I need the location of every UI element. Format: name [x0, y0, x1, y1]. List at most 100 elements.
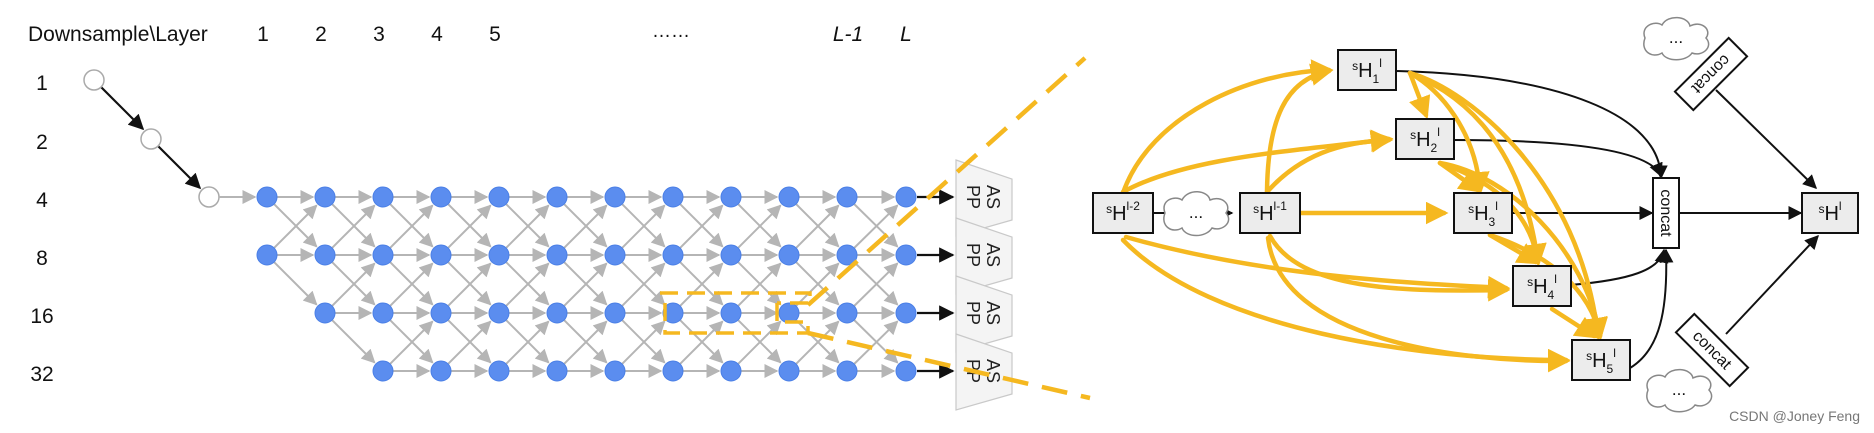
cell-node-r0-c8 [720, 186, 742, 208]
cell-node-r0-c11 [895, 186, 917, 208]
trellis-edges [219, 190, 899, 378]
svg-text:sH4l: sH4l [1527, 272, 1557, 302]
cell-node-r3-c4 [488, 360, 510, 382]
cell-node-r3-c6 [604, 360, 626, 382]
cloud-top: ... [1643, 16, 1710, 61]
cell-node-r2-c4 [488, 302, 510, 324]
cell-node-r0-c9 [778, 186, 800, 208]
cell-node-r3-c8 [720, 360, 742, 382]
cell-node-r0-c7 [662, 186, 684, 208]
row-label-8: 8 [36, 247, 48, 270]
cell-node-r2-c7 [662, 302, 684, 324]
svg-text:sHl-1: sHl-1 [1253, 199, 1287, 225]
cell-node-r1-c3 [430, 244, 452, 266]
layer-label-3: 3 [373, 23, 385, 46]
cell-node-r3-c9 [778, 360, 800, 382]
cell-node-r0-c6 [604, 186, 626, 208]
svg-text:...: ... [1672, 380, 1686, 399]
corner-label: Downsample\Layer [28, 23, 208, 46]
cell-node-r2-c8 [720, 302, 742, 324]
svg-text:...: ... [1189, 203, 1203, 222]
layer-label-ellipsis: …… [652, 21, 690, 42]
cell-node-r2-c3 [430, 302, 452, 324]
node-prev1: sHl-1 [1239, 192, 1301, 234]
cloud-bottom: ... [1646, 368, 1713, 413]
layer-label-5: 5 [489, 23, 501, 46]
node-h3: sH3l [1453, 192, 1513, 234]
node-h2: sH2l [1395, 118, 1455, 160]
stem-node-3 [198, 186, 220, 208]
concat-center: concat [1652, 177, 1680, 249]
row-label-4: 4 [36, 189, 48, 212]
layer-label-1: 1 [257, 23, 269, 46]
concat-bottom: concat [1674, 312, 1750, 388]
layer-label-l-minus-1: L-1 [833, 23, 863, 46]
svg-text:ASPP: ASPP [963, 185, 1003, 209]
stem-node-1 [83, 69, 105, 91]
cell-node-r1-c1 [314, 244, 336, 266]
cell-node-r3-c7 [662, 360, 684, 382]
cell-node-r1-c10 [836, 244, 858, 266]
cell-node-r1-c2 [372, 244, 394, 266]
cell-node-r0-c0 [256, 186, 278, 208]
cell-node-r1-c5 [546, 244, 568, 266]
cell-node-r2-c6 [604, 302, 626, 324]
svg-text:sH1l: sH1l [1352, 56, 1382, 86]
svg-text:ASPP: ASPP [963, 301, 1003, 325]
layer-label-l: L [900, 23, 912, 46]
cell-node-r2-c9 [778, 302, 800, 324]
node-prev2: sHl-2 [1092, 192, 1154, 234]
trellis-output-arrows [917, 189, 955, 379]
svg-text:...: ... [1669, 28, 1683, 47]
cell-node-r3-c5 [546, 360, 568, 382]
node-output: sHl [1801, 192, 1859, 234]
cell-node-r2-c10 [836, 302, 858, 324]
cell-node-r0-c1 [314, 186, 336, 208]
cloud-middle: ... [1163, 191, 1230, 237]
row-label-32: 32 [30, 363, 53, 386]
svg-text:sHl: sHl [1818, 199, 1841, 225]
stem-node-2 [140, 128, 162, 150]
layer-label-4: 4 [431, 23, 443, 46]
watermark: CSDN @Joney Feng [1729, 408, 1860, 424]
cell-node-r0-c10 [836, 186, 858, 208]
aspp-block-1: ASPP [955, 217, 1013, 295]
svg-text:ASPP: ASPP [963, 243, 1003, 267]
svg-text:sH2l: sH2l [1410, 125, 1440, 155]
cell-node-r1-c9 [778, 244, 800, 266]
svg-text:sH3l: sH3l [1468, 199, 1498, 229]
aspp-block-0: ASPP [955, 159, 1013, 237]
cell-node-r3-c11 [895, 360, 917, 382]
aspp-block-2: ASPP [955, 275, 1013, 353]
layer-label-2: 2 [315, 23, 327, 46]
layer-header: Downsample\Layer 1 2 3 4 5 …… L-1 L [28, 21, 912, 46]
cell-node-r2-c2 [372, 302, 394, 324]
cell-node-r3-c3 [430, 360, 452, 382]
trellis-nodes [256, 186, 917, 382]
aspp-blocks: ASPPASPPASPPASPP [955, 159, 1013, 411]
downsample-labels: 1 2 4 8 16 32 [30, 72, 53, 386]
cell-node-r1-c8 [720, 244, 742, 266]
row-label-1: 1 [36, 72, 48, 95]
cell-node-r0-c4 [488, 186, 510, 208]
highlight-cell [660, 56, 1091, 401]
node-h1: sH1l [1337, 49, 1397, 91]
cell-node-r2-c5 [546, 302, 568, 324]
svg-text:sH5l: sH5l [1586, 346, 1616, 376]
cell-node-r0-c3 [430, 186, 452, 208]
row-label-2: 2 [36, 131, 48, 154]
cell-node-r0-c2 [372, 186, 394, 208]
stem [83, 69, 220, 208]
cell-node-r1-c11 [895, 244, 917, 266]
cell-node-r0-c5 [546, 186, 568, 208]
cell-node-r1-c4 [488, 244, 510, 266]
cell-node-r3-c10 [836, 360, 858, 382]
cell-node-r1-c6 [604, 244, 626, 266]
cell-node-r2-c11 [895, 302, 917, 324]
row-label-16: 16 [30, 305, 53, 328]
node-h4: sH4l [1512, 265, 1572, 307]
svg-text:concat: concat [1657, 189, 1674, 237]
node-h5: sH5l [1571, 339, 1631, 381]
cell-node-r3-c2 [372, 360, 394, 382]
